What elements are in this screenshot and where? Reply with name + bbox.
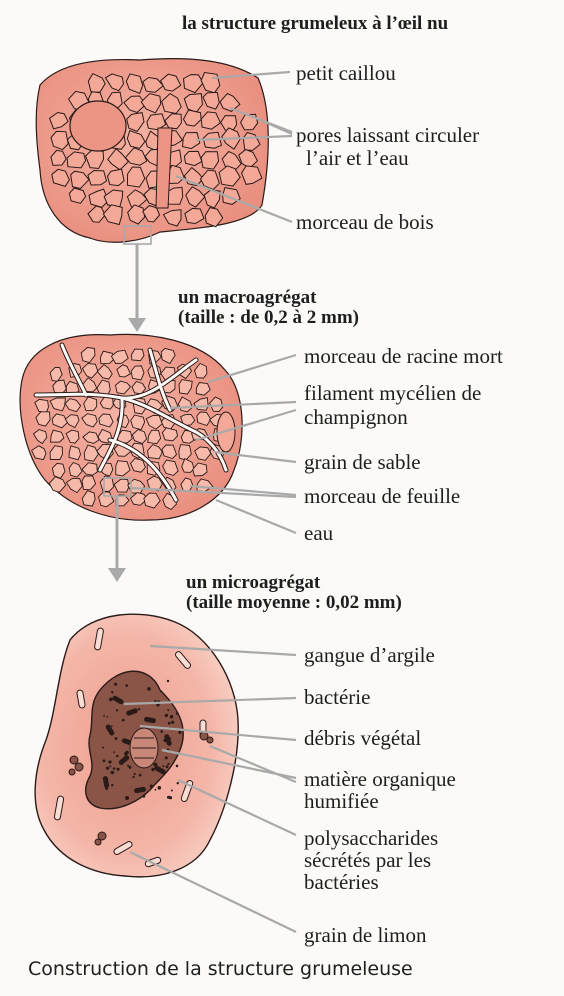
organic-speck [113,767,116,770]
organic-speck [176,712,179,715]
soil-clod [36,59,268,243]
label-polysaccharides-1: polysaccharides [304,827,438,849]
aggregate-cell [162,428,177,441]
organic-speck [109,765,111,767]
title-microaggregate-size: (taille moyenne : 0,02 mm) [186,592,402,613]
label-fungus-1: filament mycélien de [304,382,481,404]
organic-speck [160,730,163,733]
label-pores-1: pores laissant circuler [296,124,479,146]
organic-speck [108,760,111,763]
organic-speck [117,768,120,771]
organic-speck [165,756,168,759]
label-sand: grain de sable [304,451,421,473]
organic-speck [160,690,162,692]
organic-speck [176,765,179,768]
label-bacteria: bactérie [304,686,370,708]
figure-caption: Construction de la structure grumeleuse [28,958,413,980]
title-naked-eye: la structure grumeleux à l’œil nu [182,13,448,34]
organic-speck [111,771,115,775]
organic-speck [151,768,154,771]
organic-speck [167,763,169,765]
organic-speck [125,684,128,687]
label-clay: gangue d’argile [304,644,435,666]
organic-speck [116,755,118,757]
organic-speck [177,782,179,784]
aggregate-cell [131,415,145,430]
label-humus-1: matière organique [304,768,456,790]
organic-speck [103,759,106,762]
organic-speck [111,784,113,786]
organic-speck [125,751,129,755]
aggregate-cell [69,446,81,460]
organic-speck [129,766,132,769]
label-humus-2: humifiée [304,790,379,812]
aggregate-cell [132,349,145,361]
organic-speck [111,691,113,693]
organic-speck [127,765,129,767]
aggregate-cell [131,366,144,380]
zoom-arrowhead-top [128,318,146,332]
organic-speck [139,774,142,777]
organic-speck [150,785,153,788]
organic-speck [142,795,145,798]
label-fungus-2: champignon [304,406,408,428]
title-macroaggregate-size: (taille : de 0,2 à 2 mm) [178,307,359,328]
label-pores-2: l’air et l’eau [306,147,409,169]
aggregate-cell [88,171,107,186]
organic-speck [158,786,162,790]
organic-speck [132,776,134,778]
pebble-shape [70,101,126,151]
organic-speck [138,708,140,710]
organic-speck [167,709,169,711]
organic-speck [178,731,181,734]
label-pebble: petit caillou [296,62,396,84]
organic-speck [167,680,169,682]
label-silt: grain de limon [304,924,426,946]
organic-speck [125,796,129,800]
label-polysaccharides-2: sécrétés par les [304,849,431,871]
label-leaf: morceau de feuille [304,485,460,507]
organic-speck [115,737,118,740]
organic-speck [169,796,172,799]
organic-speck [147,687,151,691]
label-water: eau [304,522,333,544]
organic-speck [165,714,168,717]
label-wood: morceau de bois [296,211,434,233]
organic-speck [116,709,118,711]
organic-speck [113,751,115,753]
organic-speck [171,790,173,792]
microaggregate [35,614,238,877]
plant-debris-shape [130,728,158,768]
organic-speck [106,767,109,770]
organic-speck [103,715,105,717]
organic-speck [134,773,136,775]
label-dead-root: morceau de racine mort [304,345,503,367]
aggregate-cell [184,151,202,165]
title-macroaggregate: un macroagrégat [178,287,316,308]
organic-speck [171,721,174,724]
organic-speck [114,683,117,686]
organic-speck [122,719,125,722]
organic-speck [106,716,108,718]
zoom-arrowhead-macro [108,568,126,582]
organic-speck [170,715,173,718]
organic-speck [111,725,113,727]
organic-speck [109,698,113,702]
organic-speck [166,765,169,768]
organic-speck [168,722,171,725]
label-plant-debris: débris végétal [304,727,421,749]
title-microaggregate: un microagrégat [186,572,320,593]
organic-speck [102,747,104,749]
organic-speck [155,789,157,791]
label-polysaccharides-3: bactéries [304,871,379,893]
organic-speck [162,765,164,767]
